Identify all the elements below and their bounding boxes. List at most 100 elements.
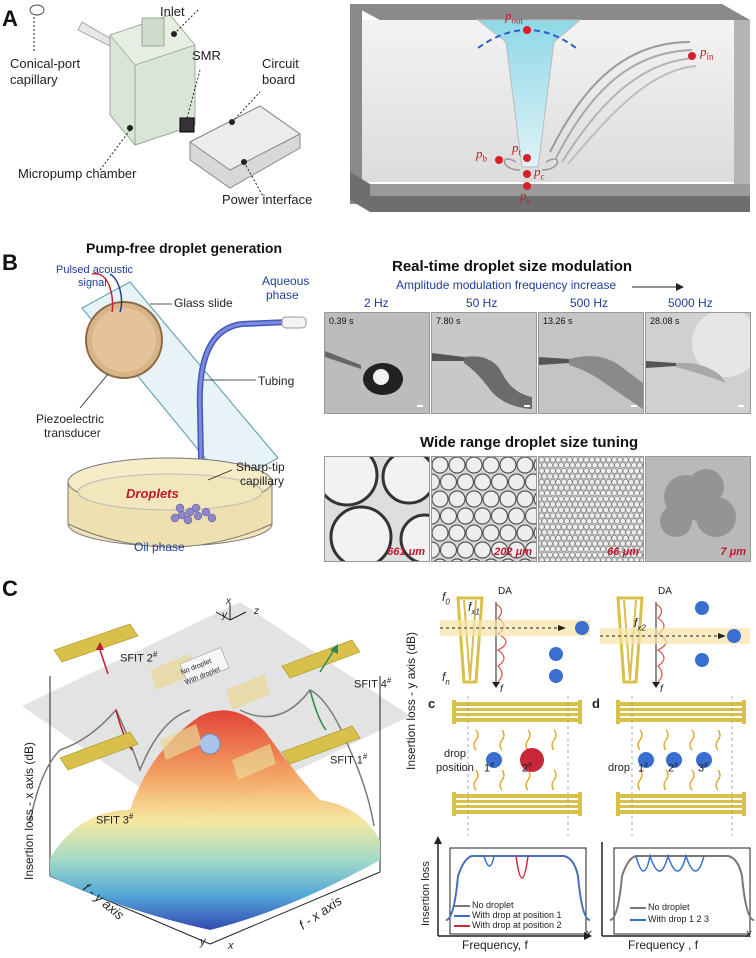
sfit3-label: SFIT 3# xyxy=(96,812,134,827)
time-0: 0.39 s xyxy=(329,316,354,326)
label-droplets: Droplets xyxy=(126,486,179,501)
dot-p-t xyxy=(523,154,531,162)
freq-label-1: 50 Hz xyxy=(466,296,498,310)
f0-label: f0 xyxy=(442,590,450,607)
label-p-c: pc xyxy=(534,164,545,182)
label-sharp-1: Sharp-tip xyxy=(236,460,285,474)
axis-insertion-x: Insertion loss - x axis (dB) xyxy=(22,741,36,880)
label-aqueous-2: phase xyxy=(266,288,299,302)
sfit4-label: SFIT 4# xyxy=(354,676,392,691)
fn-label: fn xyxy=(442,670,450,687)
label-inlet: Inlet xyxy=(160,4,185,19)
d2-label: 2# xyxy=(668,762,679,775)
label-glass: Glass slide xyxy=(174,296,233,310)
coord-y: y xyxy=(222,610,227,621)
label-micropump: Micropump chamber xyxy=(18,166,137,181)
legend-c-0: No droplet xyxy=(472,900,514,910)
label-sharp-2: capillary xyxy=(240,474,285,488)
corner-x: x xyxy=(228,940,234,952)
size-2: 66 μm xyxy=(607,546,639,558)
label-p-out: pout xyxy=(505,8,524,26)
d1-label: 1# xyxy=(638,762,649,775)
da-label-2: DA xyxy=(658,586,672,597)
freq-label-0: 2 Hz xyxy=(364,296,389,310)
dot-p-in xyxy=(688,52,696,60)
modulation-photo-3: 28.08 s xyxy=(645,312,751,414)
modulation-photo-2: 13.26 s xyxy=(538,312,644,414)
axis-frequency-c: Frequency, f xyxy=(462,938,528,952)
dot-p-s xyxy=(523,182,531,190)
dot-p-c xyxy=(523,170,531,178)
label-p-in: pin xyxy=(700,44,714,62)
modulation-photo-1: 7.80 s xyxy=(431,312,537,414)
size-3: 7 μm xyxy=(720,546,746,558)
drop-d-label: drop xyxy=(608,762,631,774)
panel-b-letter: B xyxy=(2,250,18,275)
increase-arrow xyxy=(632,283,684,291)
legend-d-1: With drop 1 2 3 xyxy=(648,914,710,924)
pump-free-schematic xyxy=(67,273,307,548)
freq-label-2: 500 Hz xyxy=(570,296,609,310)
fx1-label: fx1 xyxy=(468,600,480,617)
f-axis-1: f xyxy=(500,684,503,695)
tuning-photo-0: 661 μm xyxy=(324,456,430,562)
size-1: 202 μm xyxy=(494,546,532,558)
freq-label-3: 5000 Hz xyxy=(668,296,713,310)
label-signal: signal xyxy=(78,277,107,289)
label-piezo-2: transducer xyxy=(44,426,101,440)
corner-y: y xyxy=(200,936,206,948)
legend-d-0: No droplet xyxy=(648,902,690,912)
drop-position-label-2: position xyxy=(436,762,474,774)
f-axis-2: f xyxy=(660,684,663,695)
label-power: Power interface xyxy=(222,192,313,207)
tuning-photo-2: 66 μm xyxy=(538,456,644,562)
dot-p-b xyxy=(495,156,503,164)
axis-insertion-y: Insertion loss - y axis (dB) xyxy=(404,631,418,770)
size-0: 661 μm xyxy=(387,546,425,558)
drop-position-label-1: drop xyxy=(444,748,467,760)
coord-x: x xyxy=(226,596,231,607)
legend-c-1: With drop at position 1 xyxy=(472,910,562,920)
frequency-schematics xyxy=(440,596,750,688)
time-3: 28.08 s xyxy=(650,316,680,326)
axis-frequency-d: Frequency , f xyxy=(628,938,699,952)
label-oil: Oil phase xyxy=(134,540,185,554)
sub-d-letter: d xyxy=(592,696,600,711)
dot-p-out xyxy=(523,26,531,34)
label-p-s: ps xyxy=(520,188,531,206)
da-label-1: DA xyxy=(498,586,512,597)
tuning-photo-1: 202 μm xyxy=(431,456,537,562)
label-p-t: pt xyxy=(512,140,522,158)
panel-a-exploded-device xyxy=(29,4,301,199)
pos-2-label: 2# xyxy=(522,762,533,775)
label-circuit-board: Circuit board xyxy=(262,56,299,87)
sub-c-letter: c xyxy=(428,696,436,711)
label-p-b: pb xyxy=(476,146,487,164)
panel-a-chamber-render xyxy=(350,4,750,212)
panel-a-letter: A xyxy=(2,6,18,31)
sfit2-label: SFIT 2# xyxy=(120,650,158,665)
sfit-3d-surface xyxy=(22,602,410,945)
x-label-d: x xyxy=(746,928,752,940)
modulation-subtitle: Amplitude modulation frequency increase xyxy=(396,278,617,292)
label-piezo-1: Piezoelectric xyxy=(36,412,105,426)
fx2-label: fx2 xyxy=(634,616,646,633)
x-label-c: x xyxy=(586,928,592,940)
label-pulsed: Pulsed acoustic xyxy=(56,264,134,276)
tuning-title: Wide range droplet size tuning xyxy=(420,434,639,451)
time-1: 7.80 s xyxy=(436,316,461,326)
label-aqueous-1: Aqueous xyxy=(262,274,310,288)
sfit1-label: SFIT 1# xyxy=(330,752,368,767)
axis-insertion-loss: Insertion loss xyxy=(420,861,432,926)
modulation-title: Real-time droplet size modulation xyxy=(392,258,633,275)
label-capillary: Conical-port capillary xyxy=(10,56,81,87)
drop-position-schematics xyxy=(452,696,746,836)
panel-c-letter: C xyxy=(2,576,18,601)
label-tubing: Tubing xyxy=(258,374,295,388)
d3-label: 3# xyxy=(698,762,709,775)
modulation-photo-0: 0.39 s xyxy=(324,312,430,414)
coord-z: z xyxy=(254,606,259,617)
pos-1-label: 1# xyxy=(484,762,495,775)
legend-c-2: With drop at position 2 xyxy=(472,920,562,930)
time-2: 13.26 s xyxy=(543,316,573,326)
